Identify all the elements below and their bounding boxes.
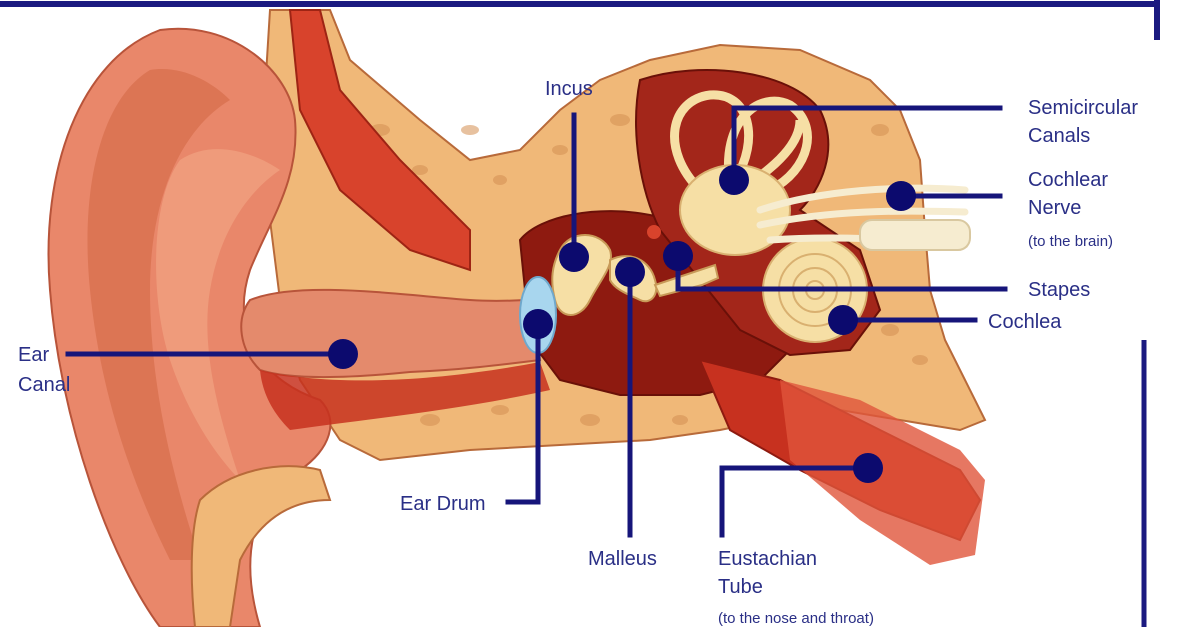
ear-canal-label-line2: Canal (18, 374, 70, 396)
ear-canal-tube (241, 290, 540, 377)
nerve-bundle (860, 220, 970, 250)
cochlear-nerve-label-line2: Nerve (1028, 197, 1081, 219)
stapes-label: Stapes (1028, 279, 1090, 301)
incus-label: Incus (545, 78, 593, 100)
cochlear-nerve-note: (to the brain) (1028, 233, 1113, 250)
eustachian-tube-marker (853, 453, 883, 483)
ear-canal-label-line1: Ear (18, 344, 49, 366)
incus-marker (559, 242, 589, 272)
semicircular-canals-label-line1: Semicircular (1028, 97, 1138, 119)
cochlea-marker (828, 305, 858, 335)
semicircular-canals-marker (719, 165, 749, 195)
ear-canal-marker (328, 339, 358, 369)
cochlea-label: Cochlea (988, 311, 1062, 333)
eustachian-tube-label-line2: Tube (718, 576, 763, 598)
stapes-marker (663, 241, 693, 271)
ear-drum-marker (523, 309, 553, 339)
cartilage-lower (192, 466, 330, 627)
cochlear-nerve-marker (886, 181, 916, 211)
malleus-label: Malleus (588, 548, 657, 570)
semicircular-canals-label-line2: Canals (1028, 125, 1090, 147)
ear-drum-label: Ear Drum (400, 493, 486, 515)
cochlear-nerve-label-line1: Cochlear (1028, 169, 1108, 191)
eustachian-tube-note: (to the nose and throat) (718, 610, 874, 627)
red-dot (647, 225, 661, 239)
malleus-marker (615, 257, 645, 287)
eustachian-tube-label-line1: Eustachian (718, 548, 817, 570)
